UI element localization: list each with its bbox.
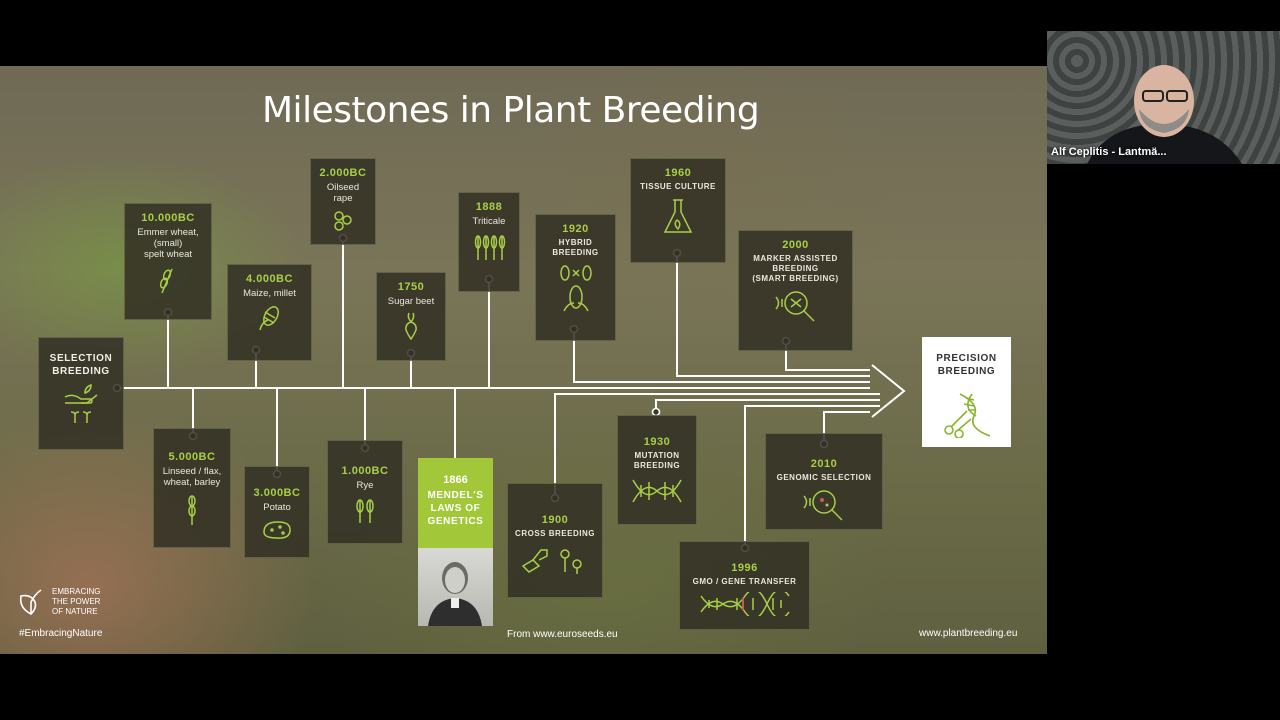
hybrid-corn-icon <box>559 265 592 312</box>
milestone-year: 2.000BC <box>319 167 367 179</box>
milestone-label: Triticale <box>472 216 506 227</box>
logo-text: EMBRACING THE POWER OF NATURE <box>52 587 101 616</box>
participant-avatar <box>1087 65 1242 164</box>
milestone-year: 1888 <box>475 201 503 213</box>
milestone-year: 1996 <box>731 562 758 574</box>
corn-icon <box>258 306 279 331</box>
milestone-2000bc: 2.000BC Oilseed rape <box>310 158 376 245</box>
milestone-5000bc: 5.000BC Linseed / flax, wheat, barley <box>153 428 231 548</box>
milestone-label: Emmer wheat, (small) spelt wheat <box>137 227 199 260</box>
mendel-label: MENDEL'S LAWS OF GENETICS <box>427 490 484 527</box>
selection-breeding-box: SELECTION BREEDING <box>38 337 124 450</box>
milestone-label: GENOMIC SELECTION <box>776 473 872 482</box>
participant-video-tile[interactable]: Alf Ceplitis - Lantmä... <box>1047 31 1280 164</box>
milestone-label: Linseed / flax, wheat, barley <box>162 466 222 488</box>
milestone-1960: 1960 TISSUE CULTURE <box>630 158 726 263</box>
slide-title: Milestones in Plant Breeding <box>262 90 760 131</box>
magnifier-dna-icon <box>774 291 815 322</box>
milestone-year: 1900 <box>541 514 569 526</box>
milestone-10000bc: 10.000BC Emmer wheat, (small) spelt whea… <box>124 203 212 320</box>
presentation-slide: Milestones in Plant Breeding SELECTION B… <box>0 66 1047 654</box>
milestone-2000: 2000 MARKER ASSISTED BREEDING (SMART BRE… <box>738 230 853 351</box>
milestone-label: Oilseed rape <box>326 182 360 204</box>
milestone-year: 5.000BC <box>168 451 216 463</box>
milestone-1900: 1900 CROSS BREEDING <box>507 483 603 598</box>
milestone-label: Rye <box>356 480 374 491</box>
milestone-year: 10.000BC <box>141 212 195 224</box>
milestone-3000bc: 3.000BC Potato <box>244 466 310 558</box>
milestone-year: 1750 <box>397 281 425 293</box>
mendel-header: 1866 MENDEL'S LAWS OF GENETICS <box>418 458 493 548</box>
milestone-label: TISSUE CULTURE <box>640 182 716 191</box>
source-credit: From www.euroseeds.eu <box>507 629 618 640</box>
embracing-nature-logo-icon <box>19 589 42 615</box>
seeds-icon <box>334 211 352 231</box>
precision-breeding-label: PRECISION BREEDING <box>936 353 997 377</box>
milestone-year: 2010 <box>810 458 838 470</box>
cross-breeding-icon <box>521 549 582 574</box>
milestone-year: 1930 <box>643 436 671 448</box>
selection-breeding-label: SELECTION BREEDING <box>49 353 113 377</box>
milestone-4000bc: 4.000BC Maize, millet <box>227 264 312 361</box>
milestone-year: 3.000BC <box>253 487 301 499</box>
mendel-portrait <box>418 548 493 626</box>
milestone-label: HYBRID BREEDING <box>552 238 599 257</box>
potato-icon <box>263 521 291 539</box>
milestone-1996: 1996 GMO / GENE TRANSFER <box>679 541 810 630</box>
hashtag: #EmbracingNature <box>19 628 103 639</box>
mendel-year: 1866 <box>443 474 468 486</box>
milestone-label: MARKER ASSISTED BREEDING (SMART BREEDING… <box>752 254 839 283</box>
magnifier-cell-icon <box>803 490 843 521</box>
milestone-1750: 1750 Sugar beet <box>376 272 446 361</box>
milestone-label: Potato <box>263 502 291 513</box>
beet-icon <box>405 312 417 340</box>
milestone-2010: 2010 GENOMIC SELECTION <box>765 433 883 530</box>
milestone-1000bc: 1.000BC Rye <box>327 440 403 544</box>
dna-scissors-icon <box>943 393 990 438</box>
rye-icon <box>356 499 374 523</box>
milestone-label: MUTATION BREEDING <box>633 451 681 470</box>
milestone-label: GMO / GENE TRANSFER <box>692 577 797 586</box>
milestone-year: 1920 <box>562 223 589 235</box>
milestone-year: 4.000BC <box>246 273 293 285</box>
milestone-label: Sugar beet <box>387 296 435 307</box>
milestone-1930: 1930 MUTATION BREEDING <box>617 415 697 525</box>
milestone-year: 2000 <box>782 239 809 251</box>
mendel-milestone: 1866 MENDEL'S LAWS OF GENETICS <box>418 458 493 626</box>
flask-icon <box>663 199 693 233</box>
precision-breeding-box: PRECISION BREEDING <box>922 337 1011 447</box>
dna-long-icon <box>699 592 790 616</box>
triticale-icon <box>474 235 506 260</box>
hand-sprout-icon <box>64 383 98 423</box>
wheat-icon <box>159 268 173 294</box>
milestone-year: 1.000BC <box>341 465 389 477</box>
dna-icon <box>632 479 682 503</box>
website-link[interactable]: www.plantbreeding.eu <box>919 628 1018 639</box>
wheat-icon <box>188 495 196 525</box>
milestone-1888: 1888 Triticale <box>458 192 520 292</box>
milestone-label: Maize, millet <box>243 288 296 299</box>
milestone-label: CROSS BREEDING <box>515 529 595 538</box>
milestone-year: 1960 <box>664 167 692 179</box>
participant-name: Alf Ceplitis - Lantmä... <box>1051 146 1167 158</box>
milestone-1920: 1920 HYBRID BREEDING <box>535 214 616 341</box>
